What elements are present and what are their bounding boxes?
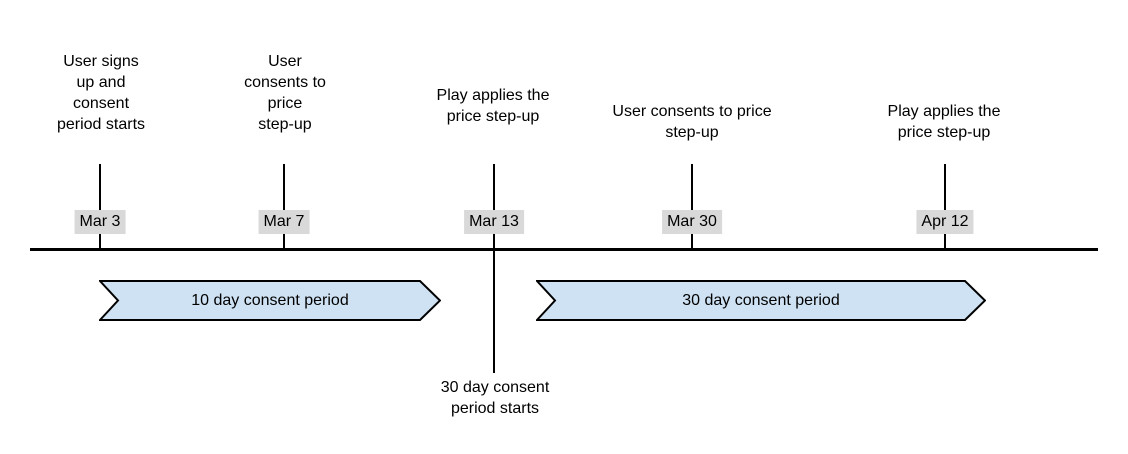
event-date-badge-mar3: Mar 3 [74, 210, 126, 234]
period-banner-30-day: 30 day consent period [536, 280, 986, 321]
event-description-mar13: Play applies the price step-up [436, 87, 550, 125]
event-description-mar7: User consents to price step-up [244, 53, 326, 133]
event-date-badge-apr12: Apr 12 [916, 210, 974, 234]
event-date-badge-mar7: Mar 7 [258, 210, 310, 234]
event-tick-mar30 [691, 164, 693, 250]
chevron-ribbon-shape [99, 280, 441, 321]
event-tick-mar3 [99, 164, 101, 250]
period-banner-10-day-label: 10 day consent period [191, 291, 349, 309]
event-description-mar30: User consents to price step-up [612, 103, 772, 141]
period-banner-30-day-label: 30 day consent period [682, 291, 840, 309]
below-axis-note-mar13: 30 day consent period starts [440, 379, 550, 417]
event-description-mar3: User signs up and consent period starts [56, 53, 146, 133]
event-description-apr12: Play applies the price step-up [887, 103, 1001, 141]
event-date-badge-mar30: Mar 30 [662, 210, 722, 234]
timeline-axis [30, 248, 1098, 251]
chevron-ribbon-shape [536, 280, 986, 321]
event-date-badge-mar13: Mar 13 [464, 210, 524, 234]
period-banner-10-day: 10 day consent period [99, 280, 441, 321]
event-tick-mar7 [283, 164, 285, 250]
event-tick-apr12 [944, 164, 946, 250]
event-tick-mar13 [493, 164, 495, 373]
